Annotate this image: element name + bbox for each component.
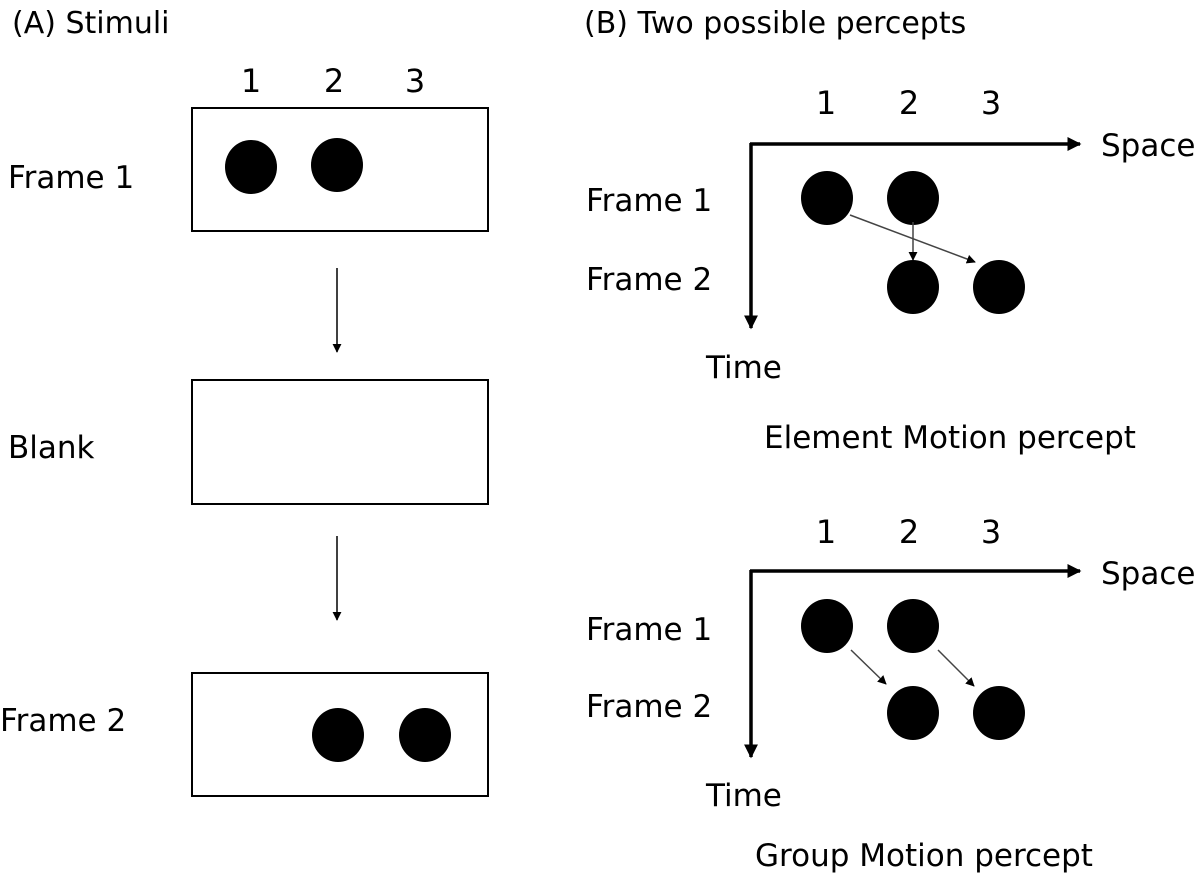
group-frame2-label: Frame 2 <box>586 689 712 725</box>
element-caption: Element Motion percept <box>764 420 1136 456</box>
group-caption: Group Motion percept <box>755 838 1093 874</box>
frame2-box <box>191 672 489 797</box>
element-dot-frame1-pos2 <box>887 171 939 225</box>
dot-frame2-pos3 <box>399 708 451 762</box>
element-arrow-jump <box>849 214 976 264</box>
dot-frame1-pos2 <box>311 138 363 192</box>
element-frame2-label: Frame 2 <box>586 262 712 298</box>
element-time-label: Time <box>705 350 782 386</box>
dot-frame2-pos2 <box>312 708 364 762</box>
panel-a: (A) Stimuli 1 2 3 Frame 1 Blank Frame 2 <box>0 6 489 797</box>
group-motion-diagram: 1 2 3 Space Time Frame 1 Frame 2 Group M… <box>586 513 1195 874</box>
panel-b: (B) Two possible percepts 1 2 3 Space Ti… <box>584 6 1195 874</box>
group-position-label-3: 3 <box>981 513 1001 551</box>
group-frame1-label: Frame 1 <box>586 612 712 648</box>
position-label-2: 2 <box>324 62 344 100</box>
group-dot-frame2-pos2 <box>887 686 939 740</box>
group-dot-frame1-pos2 <box>887 599 939 653</box>
element-position-label-1: 1 <box>816 84 836 122</box>
frame1-label: Frame 1 <box>8 160 134 196</box>
group-arrow-right <box>937 649 975 687</box>
blank-label: Blank <box>8 430 95 466</box>
element-space-label: Space <box>1101 128 1195 164</box>
element-position-label-3: 3 <box>981 84 1001 122</box>
element-dot-frame2-pos3 <box>973 260 1025 314</box>
group-time-label: Time <box>705 778 782 814</box>
panel-a-title: (A) Stimuli <box>12 6 170 41</box>
dot-frame1-pos1 <box>225 140 277 194</box>
position-label-3: 3 <box>405 62 425 100</box>
frame2-label: Frame 2 <box>0 703 126 739</box>
group-arrow-left <box>850 649 887 685</box>
element-dot-frame2-pos2 <box>887 260 939 314</box>
element-position-label-2: 2 <box>899 84 919 122</box>
element-motion-diagram: 1 2 3 Space Time Frame 1 Frame 2 Element… <box>586 84 1195 456</box>
blank-box <box>191 379 489 505</box>
position-label-1: 1 <box>241 62 261 100</box>
element-frame1-label: Frame 1 <box>586 183 712 219</box>
group-space-label: Space <box>1101 556 1195 592</box>
group-position-label-2: 2 <box>899 513 919 551</box>
group-position-label-1: 1 <box>816 513 836 551</box>
element-dot-frame1-pos1 <box>801 171 853 225</box>
panel-b-title: (B) Two possible percepts <box>584 6 966 41</box>
group-dot-frame2-pos3 <box>973 686 1025 740</box>
group-dot-frame1-pos1 <box>801 599 853 653</box>
frame1-box <box>191 107 489 232</box>
